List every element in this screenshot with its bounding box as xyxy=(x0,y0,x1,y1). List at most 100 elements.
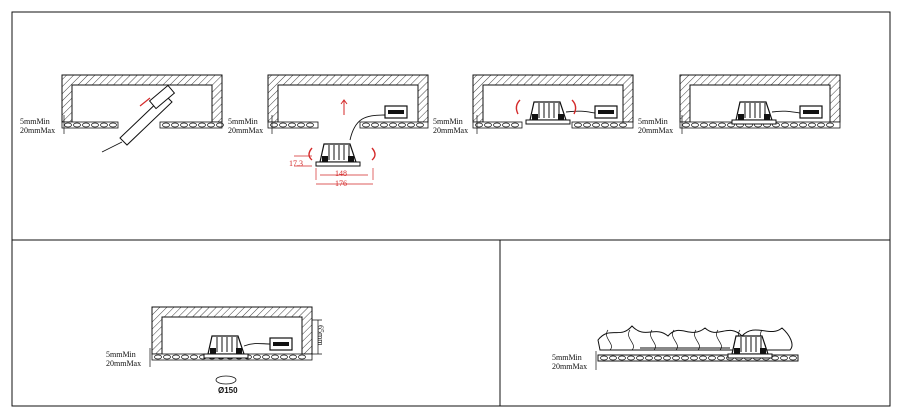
ceiling-board xyxy=(571,121,634,129)
board-texture xyxy=(717,355,725,361)
board-texture xyxy=(64,122,72,128)
board-texture xyxy=(610,122,618,128)
insulation-fold xyxy=(716,329,722,351)
cutout-diameter: Ø150 xyxy=(218,386,238,395)
hand-holding-driver xyxy=(119,94,173,146)
max-thickness-label: 20mmMax xyxy=(20,126,55,135)
board-texture xyxy=(207,122,215,128)
step2-dimension-annotations: 17.3 148 176 xyxy=(289,159,347,188)
cable xyxy=(565,110,596,114)
board-texture xyxy=(493,122,501,128)
board-texture xyxy=(609,355,617,361)
board-texture xyxy=(298,354,306,360)
spring-clip xyxy=(322,156,328,162)
insulation-fold xyxy=(694,329,700,351)
min-thickness-label: 5mmMin xyxy=(638,117,668,126)
board-texture xyxy=(172,354,180,360)
cutout-icon xyxy=(215,375,237,385)
dimension-lines xyxy=(294,155,374,185)
driver-box xyxy=(148,84,176,110)
board-texture xyxy=(808,122,816,128)
ceiling-board xyxy=(597,354,799,362)
cable xyxy=(349,114,386,141)
board-texture xyxy=(681,355,689,361)
min-thickness-label: 5mmMin xyxy=(20,117,50,126)
cable xyxy=(243,343,271,347)
max-thickness-label: 20mmMax xyxy=(638,126,673,135)
board-texture xyxy=(289,354,297,360)
driver-label xyxy=(388,110,404,114)
rotation-arrow-icon xyxy=(371,147,376,161)
downlight-trim xyxy=(525,119,571,125)
spring-clip xyxy=(558,114,564,120)
board-texture xyxy=(817,122,825,128)
board-texture xyxy=(691,122,699,128)
board-texture xyxy=(162,122,170,128)
cable xyxy=(771,110,801,114)
driver-label xyxy=(273,342,289,346)
max-thickness-label: 20mmMax xyxy=(552,362,587,371)
outer-width-dimension: 176 xyxy=(335,179,347,188)
board-texture xyxy=(297,122,305,128)
board-texture xyxy=(583,122,591,128)
ceiling-board xyxy=(61,121,119,129)
depth-dimension: 65mm xyxy=(316,325,325,346)
board-texture xyxy=(619,122,627,128)
board-texture xyxy=(654,355,662,361)
spring-clip xyxy=(760,348,766,354)
board-texture xyxy=(190,354,198,360)
downlight-trim xyxy=(315,161,361,167)
insulation-fold xyxy=(606,329,612,351)
min-thickness-label: 5mmMin xyxy=(433,117,463,126)
board-texture xyxy=(781,122,789,128)
board-texture xyxy=(627,355,635,361)
board-texture xyxy=(592,122,600,128)
board-texture xyxy=(279,122,287,128)
spring-clip xyxy=(236,348,242,354)
min-thickness-label: 5mmMin xyxy=(228,117,258,126)
insulation-fold xyxy=(650,329,656,351)
board-texture xyxy=(484,122,492,128)
board-texture xyxy=(799,122,807,128)
board-texture xyxy=(663,355,671,361)
spring-clip xyxy=(738,114,744,120)
board-texture xyxy=(82,122,90,128)
board-texture xyxy=(690,355,698,361)
board-texture xyxy=(727,122,735,128)
board-texture xyxy=(362,122,370,128)
board-texture xyxy=(416,122,424,128)
board-texture xyxy=(636,355,644,361)
inner-width-dimension: 148 xyxy=(335,169,347,178)
board-texture xyxy=(100,122,108,128)
board-texture xyxy=(780,355,788,361)
driver-label xyxy=(803,110,819,114)
board-texture xyxy=(91,122,99,128)
board-texture xyxy=(262,354,270,360)
spring-clip xyxy=(734,348,740,354)
board-texture xyxy=(398,122,406,128)
board-texture xyxy=(389,122,397,128)
board-texture xyxy=(826,122,834,128)
rotation-arrow-icon xyxy=(571,99,577,115)
insulation-fold xyxy=(672,329,678,351)
downlight-trim xyxy=(727,353,773,359)
board-texture xyxy=(306,122,314,128)
board-texture xyxy=(163,354,171,360)
board-texture xyxy=(181,354,189,360)
board-texture xyxy=(73,122,81,128)
board-texture xyxy=(109,122,117,128)
board-texture xyxy=(574,122,582,128)
depth-dimension-lines xyxy=(312,319,322,355)
board-texture xyxy=(380,122,388,128)
cable xyxy=(101,141,123,153)
ceiling-board xyxy=(359,121,429,129)
board-texture xyxy=(280,354,288,360)
downlight-trim xyxy=(731,119,777,125)
height-dimension: 17.3 xyxy=(289,159,303,168)
board-texture xyxy=(171,122,179,128)
board-texture xyxy=(789,355,797,361)
board-texture xyxy=(708,355,716,361)
spring-clip xyxy=(532,114,538,120)
board-texture xyxy=(271,354,279,360)
